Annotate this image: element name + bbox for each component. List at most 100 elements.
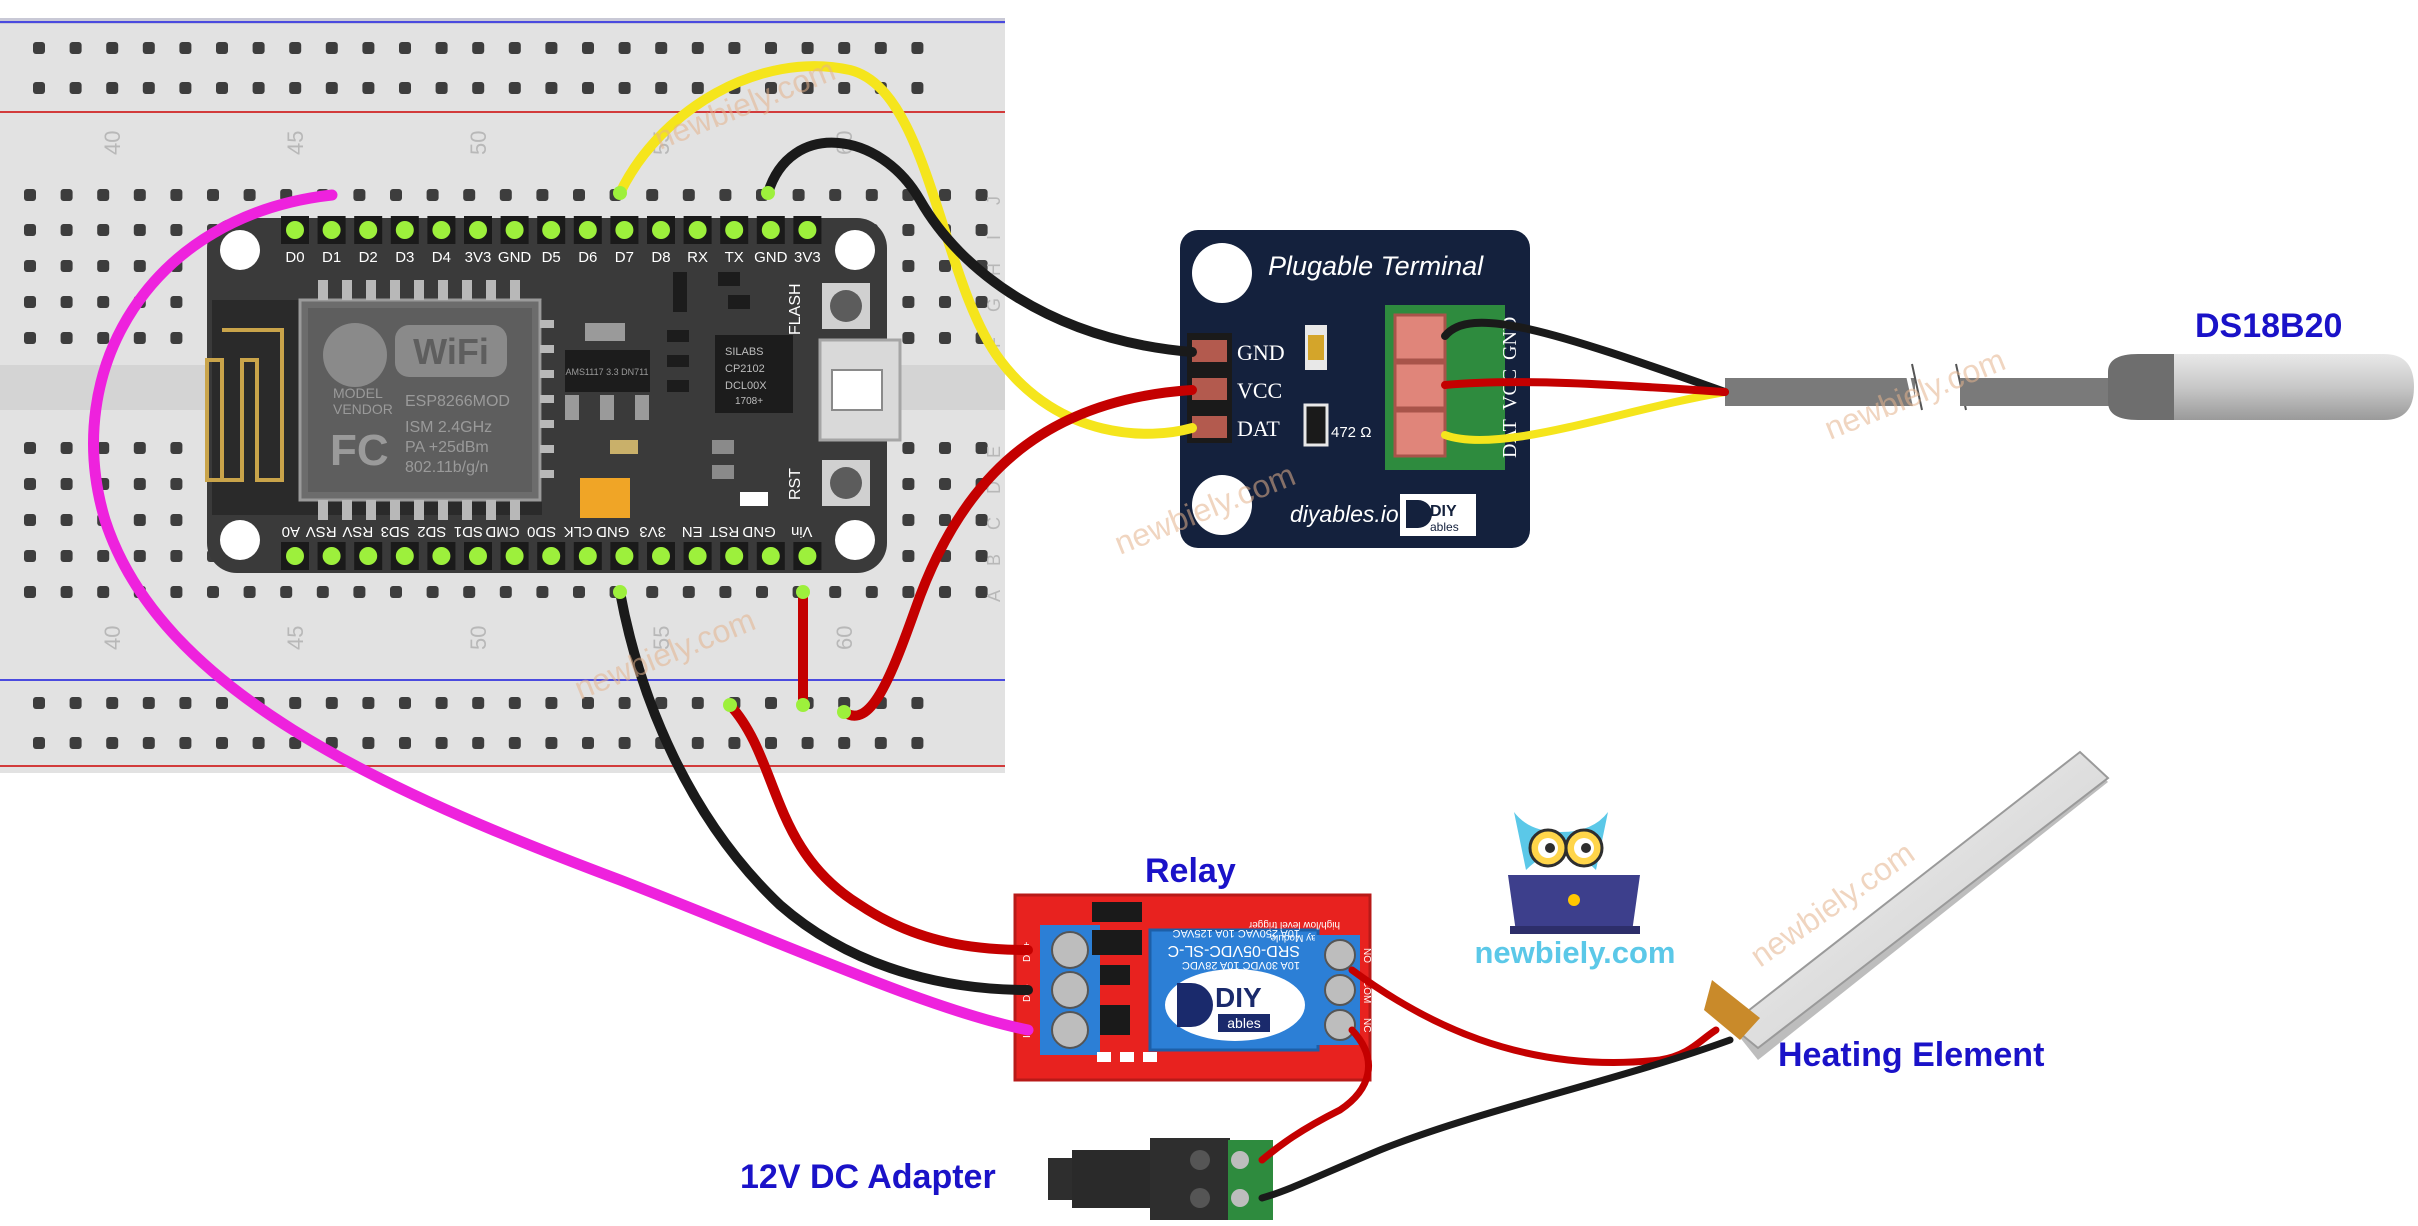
breadboard-hole xyxy=(97,332,110,344)
breadboard-hole xyxy=(353,189,366,201)
breadboard-hole xyxy=(24,478,36,490)
dc-jack-screw-terminal[interactable] xyxy=(1228,1140,1273,1220)
rail-hole xyxy=(618,737,631,749)
breadboard-hole xyxy=(902,260,915,272)
pin-3v3-pad[interactable] xyxy=(469,221,487,239)
col-number-top-45: 45 xyxy=(283,131,308,155)
pin-en-pad[interactable] xyxy=(688,547,707,565)
rail-hole xyxy=(435,697,448,709)
breadboard-hole xyxy=(60,442,73,454)
rail-hole xyxy=(582,737,594,749)
pin-d3-pad[interactable] xyxy=(395,221,414,239)
rail-hole xyxy=(362,697,375,709)
rail-hole xyxy=(765,737,777,749)
regulator-label: AMS1117 3.3 DN711 xyxy=(565,367,648,377)
pin-d6-pad[interactable] xyxy=(578,221,597,239)
pin-d7-pad[interactable] xyxy=(615,221,634,239)
breadboard-hole xyxy=(756,586,768,598)
rail-hole xyxy=(399,82,411,94)
pin-label-cmd: CMD xyxy=(485,523,519,540)
pin-3v3-pad[interactable] xyxy=(798,221,817,239)
pin-cmd-pad[interactable] xyxy=(505,547,524,565)
pin-rst-pad[interactable] xyxy=(725,547,744,565)
rail-hole xyxy=(508,82,521,94)
breadboard-hole xyxy=(24,442,36,454)
pin-sd2-pad[interactable] xyxy=(432,547,451,565)
relay-board-title: 1 Relay Module xyxy=(1270,932,1340,943)
breadboard-hole xyxy=(170,514,183,526)
rail-hole xyxy=(69,42,82,54)
breadboard-hole xyxy=(60,189,73,201)
pin-d2-pad[interactable] xyxy=(359,221,378,239)
breadboard-hole xyxy=(719,189,732,201)
screw-terminal-vcc[interactable] xyxy=(1393,361,1447,410)
pin-sd1-pad[interactable] xyxy=(469,547,487,565)
rail-hole xyxy=(545,737,558,749)
relay-label: Relay xyxy=(1145,852,1236,890)
pin-gnd-pad[interactable] xyxy=(505,221,524,239)
pin-d1-pad[interactable] xyxy=(322,221,341,239)
rail-hole xyxy=(252,82,265,94)
screw-terminal-dat[interactable] xyxy=(1393,409,1447,458)
pin-d8-pad[interactable] xyxy=(652,221,670,239)
pin-tx-pad[interactable] xyxy=(725,221,744,239)
pin-label-d6: D6 xyxy=(578,249,597,266)
pin-label-gnd: GND xyxy=(596,523,630,540)
mount-hole-top-right xyxy=(835,230,875,270)
relay-output-screw-no[interactable] xyxy=(1324,939,1356,971)
rail-hole xyxy=(765,82,777,94)
pin-d5-pad[interactable] xyxy=(542,221,561,239)
relay-input-screw-1[interactable] xyxy=(1051,931,1089,969)
wifi-module-brand: WiFi xyxy=(413,331,489,372)
wire-black-heater-to-adapter xyxy=(1258,1036,1734,1202)
wire-connection-points xyxy=(613,186,851,719)
pin-gnd-pad[interactable] xyxy=(761,547,780,565)
rail-hole xyxy=(33,737,45,749)
pin-label-rsv: RSV xyxy=(342,523,373,540)
voltage-regulator xyxy=(565,350,650,392)
pin-sd0-pad[interactable] xyxy=(542,547,561,565)
breadboard-hole xyxy=(97,260,110,272)
pin-3v3-pad[interactable] xyxy=(652,547,670,565)
breadboard-hole xyxy=(390,586,402,598)
breadboard-hole xyxy=(97,586,110,598)
pin-rsv-pad[interactable] xyxy=(322,547,341,565)
pin-rx-pad[interactable] xyxy=(688,221,707,239)
pin-gnd-pad[interactable] xyxy=(615,547,634,565)
pin-d4-pad[interactable] xyxy=(432,221,451,239)
breadboard-hole xyxy=(646,189,659,201)
pin-d0-pad[interactable] xyxy=(286,221,304,239)
pin-a0-pad[interactable] xyxy=(286,547,304,565)
breadboard-hole xyxy=(939,296,951,308)
rail-hole xyxy=(472,82,485,94)
pin-gnd-pad[interactable] xyxy=(761,221,780,239)
relay-input-screw-3[interactable] xyxy=(1051,1011,1089,1049)
relay-output-screw-nc[interactable] xyxy=(1324,1009,1356,1041)
pin-vin-pad[interactable] xyxy=(798,547,817,565)
screw-terminal-gnd[interactable] xyxy=(1393,313,1447,362)
breadboard-hole xyxy=(902,296,915,308)
heater-label: Heating Element xyxy=(1778,1036,2044,1074)
relay-output-screw-com[interactable] xyxy=(1324,974,1356,1006)
wire-yellow-d7-to-dat xyxy=(615,61,1197,439)
rail-hole xyxy=(508,737,521,749)
terminal-pin-label-gnd: GND xyxy=(1237,340,1285,365)
breadboard-hole xyxy=(170,442,183,454)
rail-hole xyxy=(325,697,338,709)
breadboard-hole xyxy=(463,189,476,201)
col-number-top-50: 50 xyxy=(466,131,491,155)
breadboard-hole xyxy=(975,189,988,201)
rail-hole xyxy=(435,42,448,54)
breadboard-hole xyxy=(426,189,439,201)
pin-clk-pad[interactable] xyxy=(578,547,597,565)
relay-jumper[interactable] xyxy=(1092,902,1142,922)
pin-label-vin: Vin xyxy=(791,523,812,540)
rail-hole xyxy=(801,42,814,54)
pin-sd3-pad[interactable] xyxy=(395,547,414,565)
wire-red-relay-to-heater xyxy=(1348,966,1720,1066)
reset-button-label: RST xyxy=(787,468,804,500)
relay-input-screw-2[interactable] xyxy=(1051,971,1089,1009)
pin-rsv-pad[interactable] xyxy=(359,547,378,565)
